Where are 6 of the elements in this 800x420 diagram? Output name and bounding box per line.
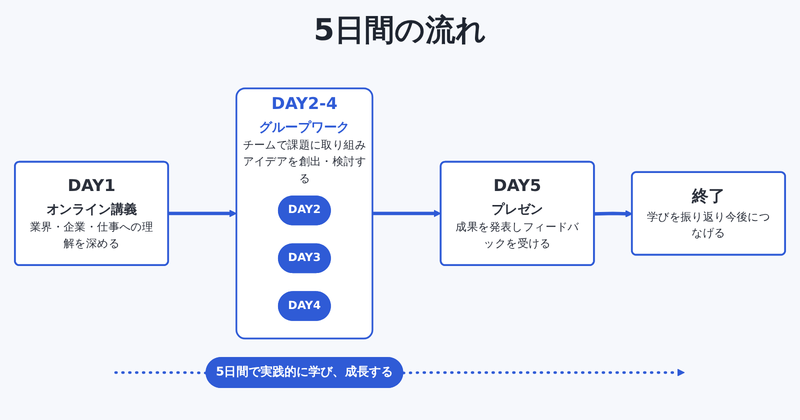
arrow <box>594 210 633 218</box>
title: 5日間の流れ <box>312 12 488 50</box>
connector <box>114 371 208 374</box>
arrow <box>402 368 685 376</box>
arrow <box>168 210 237 218</box>
arrow <box>372 210 442 218</box>
